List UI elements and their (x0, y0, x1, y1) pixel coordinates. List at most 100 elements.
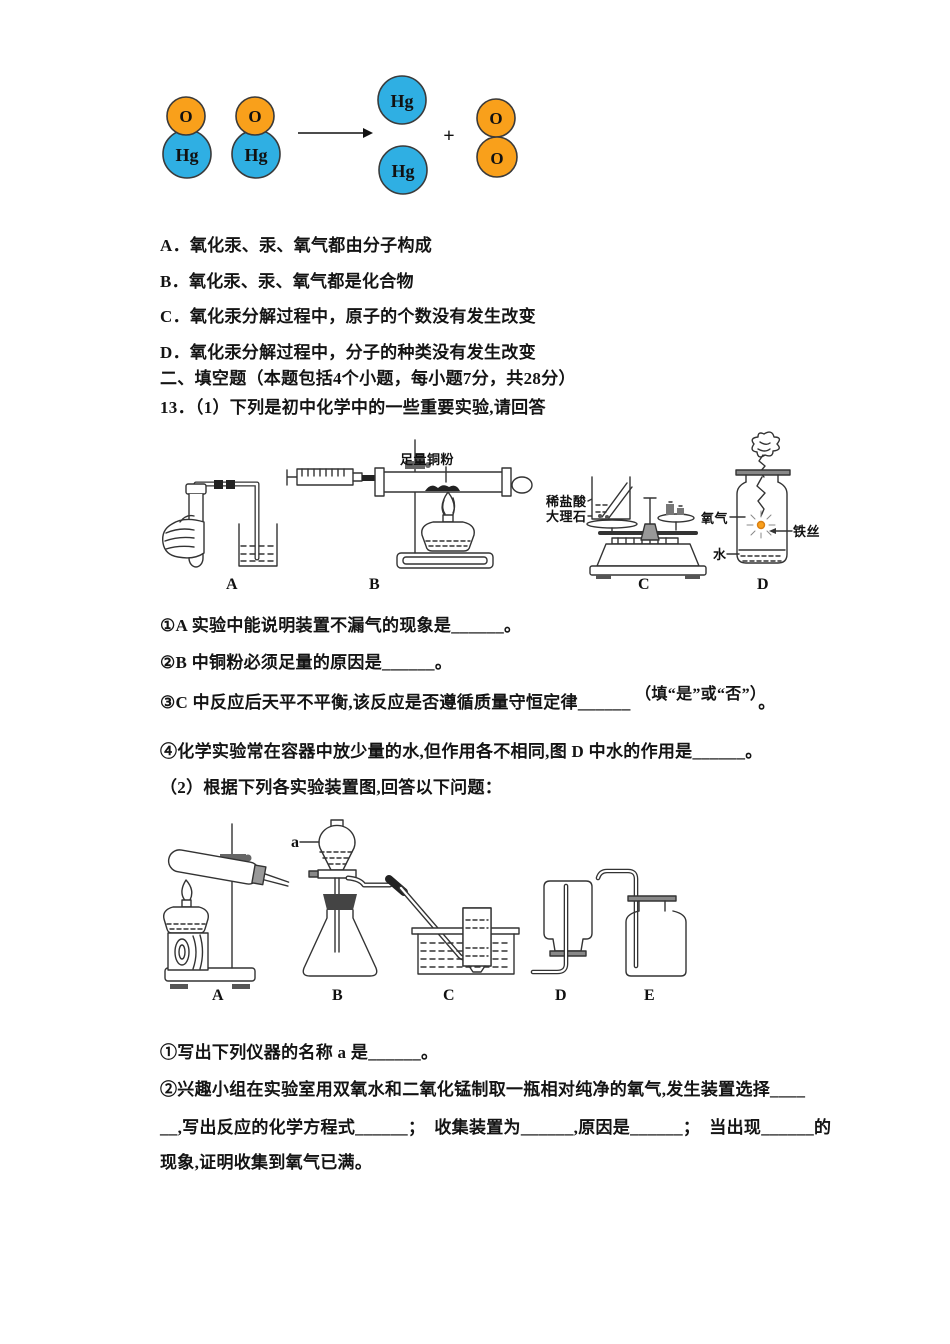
end-bulb (511, 476, 533, 494)
q13-sub6-line2: __,写出反应的化学方程式______； 收集装置为______,原因是____… (160, 1118, 832, 1137)
hgo-molecule-1: O Hg (162, 96, 212, 179)
syringe-barrel (296, 468, 354, 486)
fill-hint: （填“是”或“否”） (635, 686, 759, 703)
apparatus-d-iron-combustion: 氧气 铁丝 水 D (700, 431, 820, 593)
option-d: D．氧化汞分解过程中，分子的种类没有发生改变 (160, 343, 536, 362)
q13-sub3: ③C 中反应后天平不平衡,该反应是否遵循质量守恒定律______ （填“是”或“… (160, 686, 776, 712)
separating-funnel (318, 824, 356, 871)
label-e: E (644, 987, 655, 1004)
marble-label: 大理石 (546, 509, 587, 524)
o-atom (166, 96, 206, 136)
label-c: C (638, 576, 650, 593)
device-c-water-collection: C (385, 875, 520, 1004)
wick-holder (181, 899, 192, 908)
q13-sub2: ②B 中铜粉必须足量的原因是______。 (160, 653, 453, 672)
q13-sub6-line3: 现象,证明收集到氧气已满。 (160, 1153, 373, 1172)
flame (181, 879, 193, 902)
label-d: D (555, 987, 567, 1004)
funnel-stem (334, 877, 340, 953)
hg-atom (377, 75, 427, 125)
delivery-tube (262, 873, 290, 887)
section-header: 二、填空题（本题包括4个小题，每小题7分，共28分） (160, 369, 576, 388)
weights (666, 504, 674, 515)
water-label: 水 (713, 547, 727, 562)
apparatus-c-balance: 稀盐酸 大理石 (546, 476, 707, 593)
device-b-funnel-flask-generator: a B (291, 819, 393, 1004)
svg-text:Hg: Hg (391, 161, 414, 181)
alcohol-lamp (421, 521, 475, 552)
right-pan (657, 513, 695, 523)
q13-part2-intro: （2）根据下列各实验装置图,回答以下问题： (160, 778, 503, 797)
acid-label: 稀盐酸 (546, 494, 587, 509)
device-e-upward-air-displacement: E (595, 868, 687, 1004)
svg-text:O: O (248, 107, 261, 126)
apparatus-a-airtight-test: A (162, 480, 278, 593)
svg-text:O: O (489, 109, 502, 128)
gas-bottle (625, 910, 687, 977)
apparatus-b-copper-heating: 足量铜粉 B (286, 439, 533, 593)
left-pan (586, 519, 638, 529)
bottle-lid (735, 469, 791, 476)
trough (417, 933, 515, 975)
o-atom (235, 96, 275, 136)
test-tube-stopper (185, 483, 207, 495)
inlet-tube (595, 868, 639, 969)
hand (162, 518, 205, 559)
label-a: A (226, 576, 238, 593)
beaker-acid (591, 476, 631, 520)
stand-base (396, 552, 494, 569)
svg-text:O: O (179, 107, 192, 126)
svg-text:Hg: Hg (390, 91, 413, 111)
erlenmeyer-flask (302, 909, 378, 977)
stand-base (164, 967, 256, 982)
delivery-tube (193, 481, 260, 561)
bottle-lid (627, 895, 677, 902)
copper-powder (425, 485, 460, 491)
option-a: A．氧化汞、汞、氧气都由分子构成 (160, 236, 433, 255)
hg-atom (378, 145, 428, 195)
test-tube (167, 849, 290, 887)
option-b: B．氧化汞、汞、氧气都是化合物 (160, 272, 414, 291)
tube-connector (214, 480, 223, 489)
q13-sub5: ①写出下列仪器的名称 a 是______。 (160, 1043, 439, 1062)
reaction-arrow-icon (298, 128, 373, 138)
beaker (238, 523, 278, 567)
label-b: B (332, 987, 343, 1004)
device-a-heating-generator: A (163, 823, 290, 1004)
q13-sub6-line1: ②兴趣小组在实验室用双氧水和二氧化锰制取一瓶相对纯净的氧气,发生装置选择____ (160, 1080, 806, 1099)
hand-holding-wire (751, 431, 781, 458)
label-a: A (212, 987, 224, 1004)
gas-bottle (736, 481, 788, 564)
figure-experiments-1: A 足量铜粉 (162, 431, 820, 593)
label-b: B (369, 576, 380, 593)
q13-intro: 13．（1）下列是初中化学中的一些重要实验,请回答 (160, 398, 546, 417)
o-atom (476, 136, 518, 178)
label-c: C (443, 987, 455, 1004)
balance-base (596, 543, 700, 567)
hg-product-atoms: Hg Hg (377, 75, 428, 195)
q13-sub1: ①A 实验中能说明装置不漏气的现象是______。 (160, 616, 522, 635)
q13-sub4: ④化学实验常在容器中放少量的水,但作用各不相同,图 D 中水的作用是______… (160, 742, 763, 761)
clamp (405, 461, 425, 469)
figure-gas-devices: A a B (163, 819, 687, 1004)
svg-text:Hg: Hg (244, 145, 267, 165)
label-d: D (757, 576, 769, 593)
oxygen-label: 氧气 (700, 511, 728, 526)
rubber-stopper (323, 894, 357, 910)
molecule-reaction-diagram: O Hg O Hg Hg Hg + (162, 75, 518, 195)
device-d-downward-air-displacement: D (530, 880, 593, 1004)
o2-molecule: O O (476, 98, 518, 178)
spark (756, 520, 766, 530)
hgo-molecule-2: O Hg (231, 96, 281, 179)
option-c: C．氧化汞分解过程中，原子的个数没有发生改变 (160, 307, 536, 326)
svg-text:Hg: Hg (175, 145, 198, 165)
rubber-connector (362, 475, 375, 481)
pointer (643, 497, 657, 529)
syringe-plunger (286, 469, 298, 486)
wick-holder (442, 514, 454, 523)
copper-powder-label: 足量铜粉 (400, 452, 454, 467)
svg-text:O: O (490, 149, 503, 168)
a-callout-label: a (291, 834, 299, 851)
iron-wire (756, 476, 766, 517)
